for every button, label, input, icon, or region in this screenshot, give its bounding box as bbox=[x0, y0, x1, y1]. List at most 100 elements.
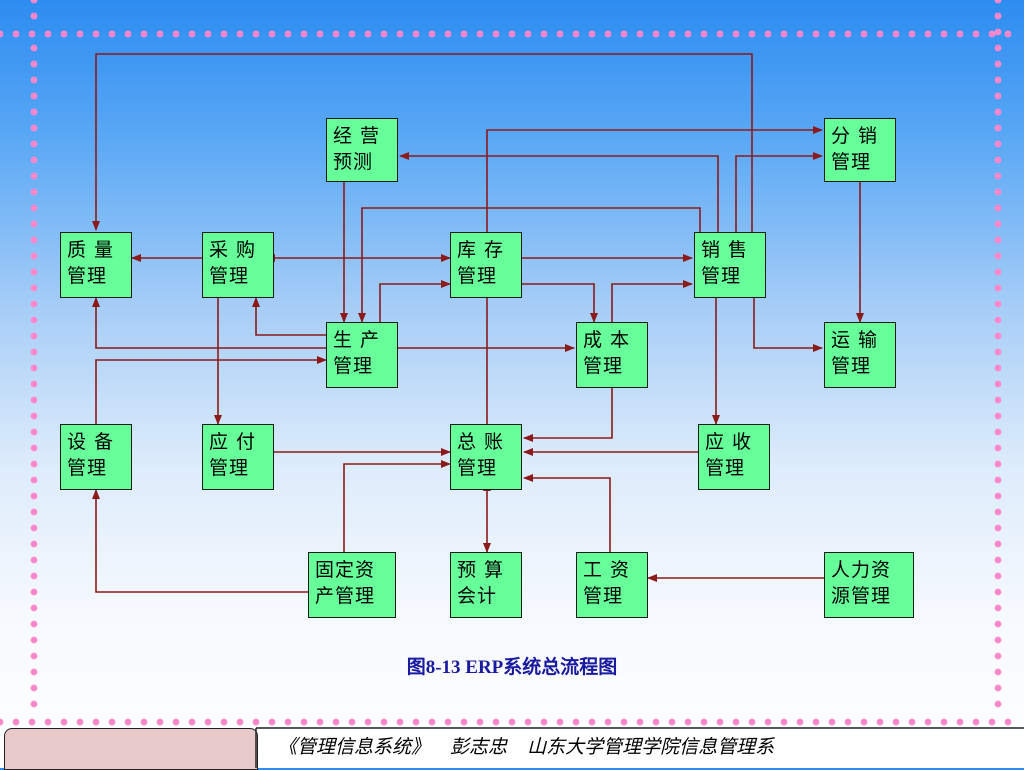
border-dot bbox=[812, 718, 820, 726]
border-dot bbox=[220, 30, 228, 38]
border-dot bbox=[172, 718, 180, 726]
border-dot bbox=[30, 380, 38, 388]
border-dot bbox=[956, 718, 964, 726]
border-dot bbox=[0, 718, 4, 726]
border-dot bbox=[30, 572, 38, 580]
border-dot bbox=[994, 44, 1002, 52]
border-dot bbox=[188, 30, 196, 38]
border-dot bbox=[364, 30, 372, 38]
border-dot bbox=[316, 30, 324, 38]
border-dot bbox=[860, 30, 868, 38]
border-dot bbox=[994, 300, 1002, 308]
border-dot bbox=[236, 718, 244, 726]
border-dot bbox=[30, 0, 38, 4]
border-dot bbox=[994, 92, 1002, 100]
border-dot bbox=[876, 718, 884, 726]
border-dot bbox=[994, 76, 1002, 84]
border-dot bbox=[348, 718, 356, 726]
border-dot bbox=[30, 124, 38, 132]
border-dot bbox=[428, 30, 436, 38]
border-dot bbox=[994, 60, 1002, 68]
border-dot bbox=[796, 718, 804, 726]
border-dot bbox=[892, 718, 900, 726]
border-dot bbox=[572, 30, 580, 38]
border-dot bbox=[844, 30, 852, 38]
border-dot bbox=[844, 718, 852, 726]
border-dot bbox=[994, 604, 1002, 612]
border-dot bbox=[396, 30, 404, 38]
border-dot bbox=[684, 30, 692, 38]
border-dot bbox=[636, 718, 644, 726]
arrow-chengben-to-zongzhang bbox=[523, 388, 613, 442]
border-dot bbox=[636, 30, 644, 38]
border-dot bbox=[30, 508, 38, 516]
border-dot bbox=[620, 718, 628, 726]
border-dot bbox=[30, 76, 38, 84]
footer-text: 《管理信息系统》 彭志忠 山东大学管理学院信息管理系 bbox=[278, 736, 775, 758]
border-dot bbox=[30, 620, 38, 628]
border-dot bbox=[604, 30, 612, 38]
border-dot bbox=[994, 428, 1002, 436]
border-dot bbox=[994, 188, 1002, 196]
border-dot bbox=[268, 30, 276, 38]
border-dot bbox=[252, 30, 260, 38]
border-dot bbox=[380, 30, 388, 38]
border-dot bbox=[668, 718, 676, 726]
border-dot bbox=[30, 172, 38, 180]
border-dot bbox=[332, 718, 340, 726]
border-dot bbox=[236, 30, 244, 38]
border-dot bbox=[668, 30, 676, 38]
border-dot bbox=[972, 718, 980, 726]
border-dot bbox=[924, 30, 932, 38]
border-dot bbox=[812, 30, 820, 38]
border-dot bbox=[1004, 718, 1012, 726]
arrow-xiaoshou-to-jingying bbox=[399, 152, 719, 232]
border-dot bbox=[348, 30, 356, 38]
border-dot bbox=[588, 718, 596, 726]
border-dot bbox=[44, 30, 52, 38]
border-dot bbox=[994, 492, 1002, 500]
border-dot bbox=[994, 476, 1002, 484]
border-dot bbox=[30, 348, 38, 356]
border-dot bbox=[30, 92, 38, 100]
border-dot bbox=[316, 718, 324, 726]
border-dot bbox=[444, 30, 452, 38]
border-dot bbox=[994, 380, 1002, 388]
border-dot bbox=[572, 718, 580, 726]
border-dot bbox=[994, 572, 1002, 580]
border-dot bbox=[412, 718, 420, 726]
border-dot bbox=[252, 718, 260, 726]
border-dot bbox=[124, 30, 132, 38]
border-dot bbox=[764, 718, 772, 726]
border-dot bbox=[412, 30, 420, 38]
border-dot bbox=[994, 412, 1002, 420]
arrow-zongzhang-to-fenxiao bbox=[486, 126, 823, 426]
border-dot bbox=[604, 718, 612, 726]
border-dot bbox=[908, 30, 916, 38]
border-dot bbox=[30, 652, 38, 660]
border-dot bbox=[30, 44, 38, 52]
border-dot bbox=[994, 28, 1002, 36]
border-dot bbox=[30, 252, 38, 260]
border-dot bbox=[332, 30, 340, 38]
border-dot bbox=[940, 718, 948, 726]
border-dot bbox=[892, 30, 900, 38]
node-yingshou: 应 收 管理 bbox=[698, 424, 770, 490]
border-dot bbox=[30, 204, 38, 212]
border-dot bbox=[156, 30, 164, 38]
border-dot bbox=[994, 172, 1002, 180]
border-dot bbox=[732, 30, 740, 38]
border-dot bbox=[30, 556, 38, 564]
border-dot bbox=[28, 30, 36, 38]
arrow-xiaoshou-to-fenxiao bbox=[735, 152, 823, 232]
border-dot bbox=[92, 718, 100, 726]
border-dot bbox=[764, 30, 772, 38]
node-guding: 固定资 产管理 bbox=[308, 552, 396, 618]
border-dot bbox=[30, 332, 38, 340]
border-dot bbox=[492, 718, 500, 726]
border-dot bbox=[396, 718, 404, 726]
border-dot bbox=[988, 718, 996, 726]
border-dot bbox=[924, 718, 932, 726]
border-dot bbox=[30, 236, 38, 244]
border-dot bbox=[994, 444, 1002, 452]
